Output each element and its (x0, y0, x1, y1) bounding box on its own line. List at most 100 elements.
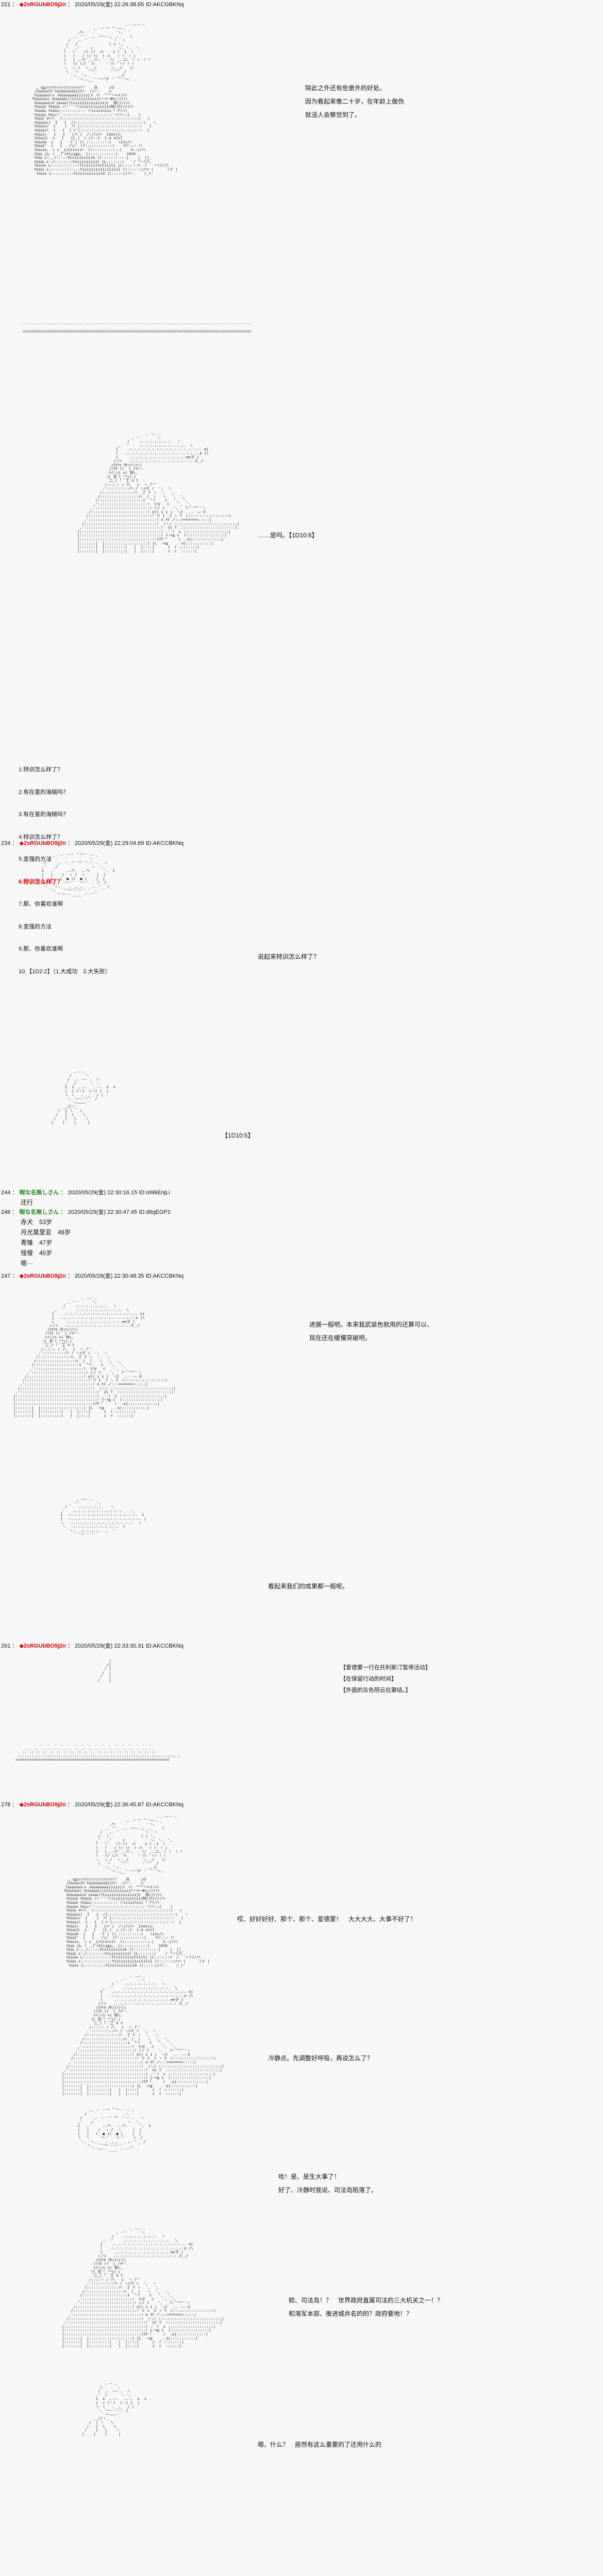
dialogue-line: 进展一般吧。本来我武装色就用的还算可以、 (309, 1321, 433, 1328)
choice-item-2[interactable]: 2.有在意的海贼吗？ (19, 789, 69, 795)
narration-bracket-1: 【爱德蒙一行在托利斯汀暂停活动】 (340, 1665, 431, 1671)
thread-page: 221 ： ◆2sRGUbBO9j2n ： 2020/05/29(金) 22:2… (0, 0, 603, 2459)
aa-art-character-11: , ― 、 / ＼ / ,. -―- 、 ヽ ,' / ＼ ', i i ,.-… (82, 2381, 146, 2436)
post-date: 2020/05/29(金) 22:30:16.15 (68, 1190, 138, 1196)
reply-line: 还行 (21, 1199, 34, 1206)
post-number[interactable]: 261 (1, 1643, 11, 1649)
dialogue-line: 就没人会察觉到了。 (305, 111, 361, 118)
aa-art-rays: | /| / | / | / | (97, 1658, 111, 1683)
post-author-tripcode[interactable]: ◆2sRGUbBO9j2n (19, 1273, 66, 1279)
post-header: 246 ： 暇な名無しさん ： 2020/05/29(金) 22:30:47.4… (0, 1208, 603, 1217)
post-247: 247 ： ◆2sRGUbBO9j2n ： 2020/05/29(金) 22:3… (0, 1272, 603, 1641)
post-278: 278 ： ◆2sRGUbBO9j2n ： 2020/05/29(金) 22:3… (0, 1800, 603, 2459)
reply-line-age-5: 嗯··· (21, 1260, 33, 1267)
post-date: 2020/05/29(金) 22:29:04.69 (74, 840, 144, 846)
aa-art-character-6: , -―- 、 , ‐'´ ＼ / .:.:.:.:.:. ヽ ,' .:.:.… (60, 1497, 147, 1537)
reply-line-age-3: 青雉 47岁 (21, 1239, 53, 1246)
post-sep: ： (12, 1273, 18, 1279)
post-sep: ： (67, 1643, 73, 1649)
post-author-tripcode[interactable]: ◆2sRGUbBO9j2n (19, 2, 66, 8)
post-sep: ： (67, 1802, 73, 1808)
post-date: 2020/05/29(金) 22:36:45.87 (74, 1802, 144, 1808)
aa-art-character-1: ,. -―‐- 、 ,. ‐''" ̄`''ー-、_ ,ヘ ´ `ヽ、 ,. '… (32, 22, 178, 176)
post-id: ID:AKCCBKNq (145, 1273, 183, 1279)
aa-art-character-3: ,. -‐ ''" ̄ ̄ "'' ‐- 、 / ＼ / ,. -‐ '' ""… (41, 853, 115, 896)
post-header: 278 ： ◆2sRGUbBO9j2n ： 2020/05/29(金) 22:3… (0, 1800, 603, 1809)
choice-item-4[interactable]: 4.特训怎么样了？ (19, 834, 63, 840)
post-author-tripcode[interactable]: ◆2sRGUbBO9j2n (19, 1802, 66, 1808)
post-246: 246 ： 暇な名無しさん ： 2020/05/29(金) 22:30:47.4… (0, 1208, 603, 1268)
post-number[interactable]: 221 (1, 2, 11, 8)
dialogue-line: 因为看起来像二十岁，在年龄上做伪 (305, 98, 405, 105)
post-sep: ： (12, 1190, 18, 1196)
post-sep: ： (60, 1190, 66, 1196)
post-sep: ： (60, 1209, 66, 1215)
dialogue-line: 除此之外还有些意外的好处。 (305, 84, 386, 92)
dialogue-line: 欸、司法岛！？ 世界政府直属司法的三大机关之一！？ (289, 2297, 444, 2304)
post-header: 234 ： ◆2sRGUbBO9j2n ： 2020/05/29(金) 22:2… (0, 839, 603, 848)
dialogue-line: 和海军本部、推进城并名的的？政府要地！？ (289, 2310, 413, 2317)
reply-line-age-1: 赤犬 53岁 (21, 1218, 53, 1226)
post-author-anon: 暇な名無しさん (19, 1209, 59, 1215)
post-header: 221 ： ◆2sRGUbBO9j2n ： 2020/05/29(金) 22:2… (0, 0, 603, 9)
dialogue-line: 现在还在缓慢突破吧。 (309, 1334, 372, 1342)
choice-item-8[interactable]: 8.变强的方法 (19, 923, 52, 930)
post-author-tripcode[interactable]: ◆2sRGUbBO9j2n (19, 1643, 66, 1649)
reply-line-age-2: 月光莫里亚 48岁 (21, 1229, 71, 1236)
aa-art-character-5: , -―- 、 , ‐'´ ＼ / .:.:.:.:.:.:.:. ヽ ,. '… (13, 1296, 176, 1418)
post-sep: ： (12, 840, 18, 846)
post-header: 244 ： 暇な名無しさん ： 2020/05/29(金) 22:30:16.1… (0, 1188, 603, 1197)
post-sep: ： (12, 1643, 18, 1649)
post-date: 2020/05/29(金) 22:33:30.31 (74, 1643, 144, 1649)
post-id: ID:oWkEnjLi (139, 1190, 170, 1196)
choice-item-5[interactable]: 5.变强的方法 (19, 856, 52, 862)
post-header: 247 ： ◆2sRGUbBO9j2n ： 2020/05/29(金) 22:3… (0, 1272, 603, 1281)
choice-item-6-selected[interactable]: 6.特训怎么样了？ (19, 878, 63, 885)
post-id: ID:AKCCBKNq (145, 1643, 183, 1649)
aa-art-character-8: , -―- 、 , ‐'´ ＼ / .:.:.:.:.:.:.:. ヽ ,. '… (62, 1974, 224, 2096)
post-date: 2020/05/29(金) 22:26:38.65 (74, 2, 144, 8)
post-number[interactable]: 234 (1, 840, 11, 846)
post-sep: ： (12, 1802, 18, 1808)
dice-choice-list: 1.特训怎么样了？ 2.有在意的海贼吗？ 3.有在意的海贼吗？ 4.特训怎么样了… (0, 751, 603, 975)
aa-art-character-9: ,. -‐ ''" ̄ ̄ "'' ‐- 、 / ＼ / ,. -‐ '' ""… (77, 2108, 151, 2151)
aa-art-character-2: , -―- 、 , ‐'´ ＼ / .:.:.:.:.:.:.:. ヽ ,. '… (77, 431, 240, 553)
post-id: ID:AKCCBKNq (145, 840, 183, 846)
dialogue-line: 冷静点。先调整好呼吸，再说怎么了？ (268, 2055, 374, 2062)
narration-bracket-3: 【外面的灰色阴云在聚结。】 (340, 1687, 411, 1693)
choice-item-7[interactable]: 7.那、你喜欢谁啊 (19, 901, 63, 907)
choice-item-9[interactable]: 9.那、你喜欢谁啊 (19, 946, 63, 952)
post-number[interactable]: 244 (1, 1190, 11, 1196)
aa-divider: ----------------------------------------… (23, 321, 252, 334)
dice-roll-label: 【1D10:5】 (222, 1132, 254, 1139)
post-221: 221 ： ◆2sRGUbBO9j2n ： 2020/05/29(金) 22:2… (0, 0, 603, 432)
aa-art-character-10: , -―- 、 , ‐'´ ＼ / .:.:.:.:.:.:.:. ヽ ,. '… (62, 2226, 224, 2348)
post-number[interactable]: 278 (1, 1802, 11, 1808)
post-261: 261 ： ◆2sRGUbBO9j2n ： 2020/05/29(金) 22:3… (0, 1641, 603, 1800)
post-sep: ： (67, 840, 73, 846)
reply-line-age-4: 怪僧 45岁 (21, 1249, 53, 1257)
post-author-tripcode[interactable]: ◆2sRGUbBO9j2n (19, 840, 66, 846)
choice-item-10[interactable]: 10.【1D2:2】（1.大成功 2.大失败） (19, 968, 111, 975)
post-number[interactable]: 247 (1, 1273, 11, 1279)
dialogue-line: 嗯、什么？ 居然有这么重要的了还用什么的 (258, 2441, 382, 2448)
choice-item-1[interactable]: 1.特训怎么样了？ (19, 767, 63, 773)
post-id: ID:AKCCBKNq (145, 1802, 183, 1808)
aa-art-character-4: , ― 、 / ＼ / ,. -―- 、 ヽ ,' / ＼ ', i i ,.-… (51, 1069, 115, 1125)
post-234: 234 ： ◆2sRGUbBO9j2n ： 2020/05/29(金) 22:2… (0, 839, 603, 1188)
dialogue-line: 好了、冷静时我说、司法岛陷落了。 (278, 2187, 378, 2194)
post-date: 2020/05/29(金) 22:30:48.35 (74, 1273, 144, 1279)
aa-art-clouds: . . . . . . . . . . . . . . . . . . .. .… (15, 1742, 181, 1762)
post-221-continued: , -―- 、 , ‐'´ ＼ / .:.:.:.:.:.:.:. ヽ ,. '… (0, 432, 603, 751)
post-number[interactable]: 246 (1, 1209, 11, 1215)
post-author-anon: 暇な名無しさん (19, 1190, 59, 1196)
post-header: 261 ： ◆2sRGUbBO9j2n ： 2020/05/29(金) 22:3… (0, 1641, 603, 1651)
dialogue-line: 说起来特训怎么样了？ (258, 953, 320, 960)
dialogue-line: 哈！是、是生大事了！ (278, 2173, 341, 2180)
post-sep: ： (12, 2, 18, 8)
post-244: 244 ： 暇な名無しさん ： 2020/05/29(金) 22:30:16.1… (0, 1188, 603, 1208)
post-id: ID:AKCGBKNq (145, 2, 184, 8)
choice-item-3[interactable]: 3.有在意的海贼吗？ (19, 811, 69, 818)
aa-art-character-7: ,. -―‐- 、 ,. ‐''" ̄`''ー-、_ ,ヘ ´ `ヽ、 ,. '… (64, 1814, 210, 1968)
dialogue-line: 看起来我们的成果都一般呢。 (268, 1583, 349, 1590)
